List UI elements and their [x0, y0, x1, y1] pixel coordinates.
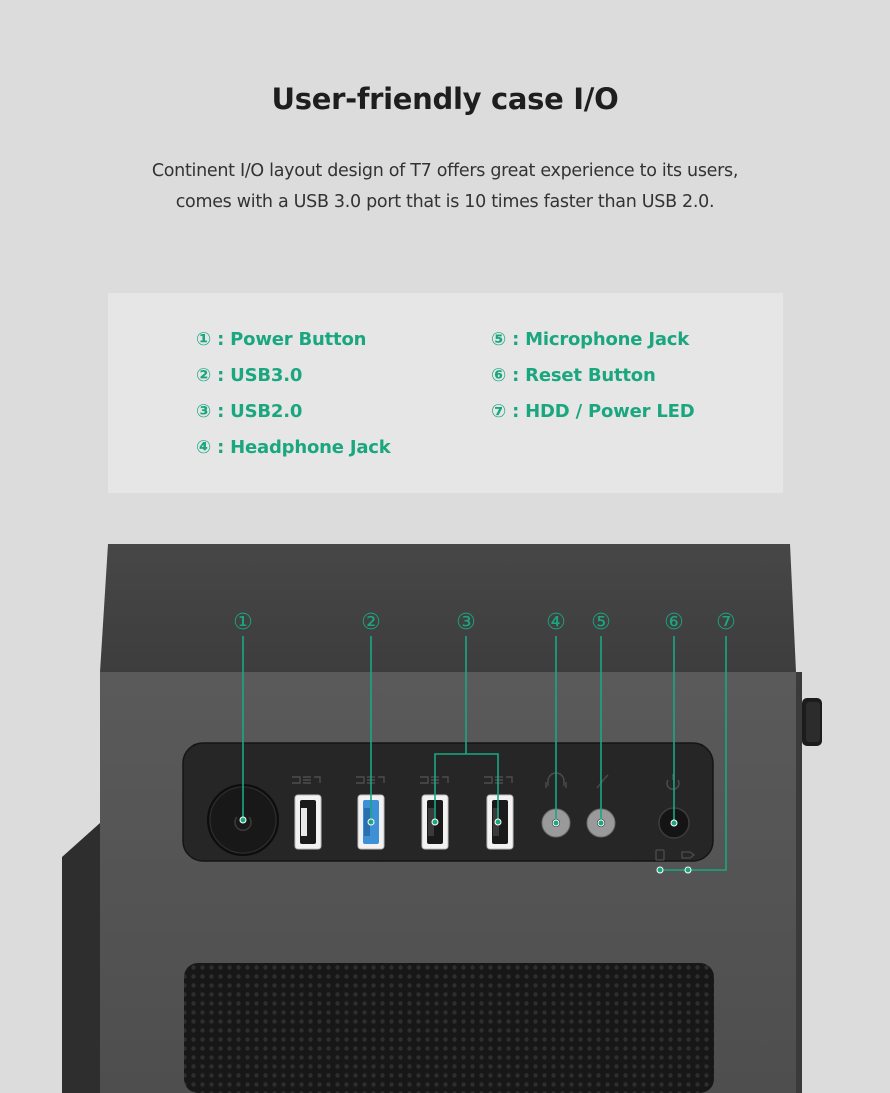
callout-5: ⑤: [591, 610, 611, 635]
callout-lines: [242, 636, 727, 871]
legend-item-usb3: ② : USB3.0: [196, 365, 303, 386]
callout-3: ③: [456, 610, 476, 635]
callout-4: ④: [546, 610, 566, 635]
legend-box: ① : Power Button ② : USB3.0 ③ : USB2.0 ④…: [108, 293, 783, 493]
hdd-led-icon: [655, 849, 665, 861]
legend-item-reset-button: ⑥ : Reset Button: [491, 365, 656, 386]
case-top-panel: [100, 544, 796, 672]
reset-icon: [666, 774, 680, 790]
case-top-image: [62, 544, 822, 1093]
section-description: Continent I/O layout design of T7 offers…: [0, 156, 890, 218]
callout-7: ⑦: [716, 610, 736, 635]
section-title: User-friendly case I/O: [271, 82, 619, 116]
mesh-vent: [184, 963, 714, 1093]
legend-item-microphone-jack: ⑤ : Microphone Jack: [491, 329, 690, 350]
case-illustration: ① ② ③ ④ ⑤ ⑥ ⑦: [0, 540, 890, 1093]
case-side-panel: [62, 823, 100, 1093]
callout-dots: [239, 816, 692, 874]
power-led-icon: [681, 851, 696, 859]
description-line-1: Continent I/O layout design of T7 offers…: [151, 161, 739, 181]
legend-item-headphone-jack: ④ : Headphone Jack: [196, 437, 391, 458]
callout-6: ⑥: [664, 610, 684, 635]
legend-item-power-button: ① : Power Button: [196, 329, 367, 350]
legend-item-usb2: ③ : USB2.0: [196, 401, 303, 422]
callout-2: ②: [361, 610, 381, 635]
description-line-2: comes with a USB 3.0 port that is 10 tim…: [175, 192, 715, 212]
usb-port-1: [294, 794, 322, 850]
legend-item-hdd-power-led: ⑦ : HDD / Power LED: [491, 401, 695, 422]
callout-1: ①: [233, 610, 253, 635]
